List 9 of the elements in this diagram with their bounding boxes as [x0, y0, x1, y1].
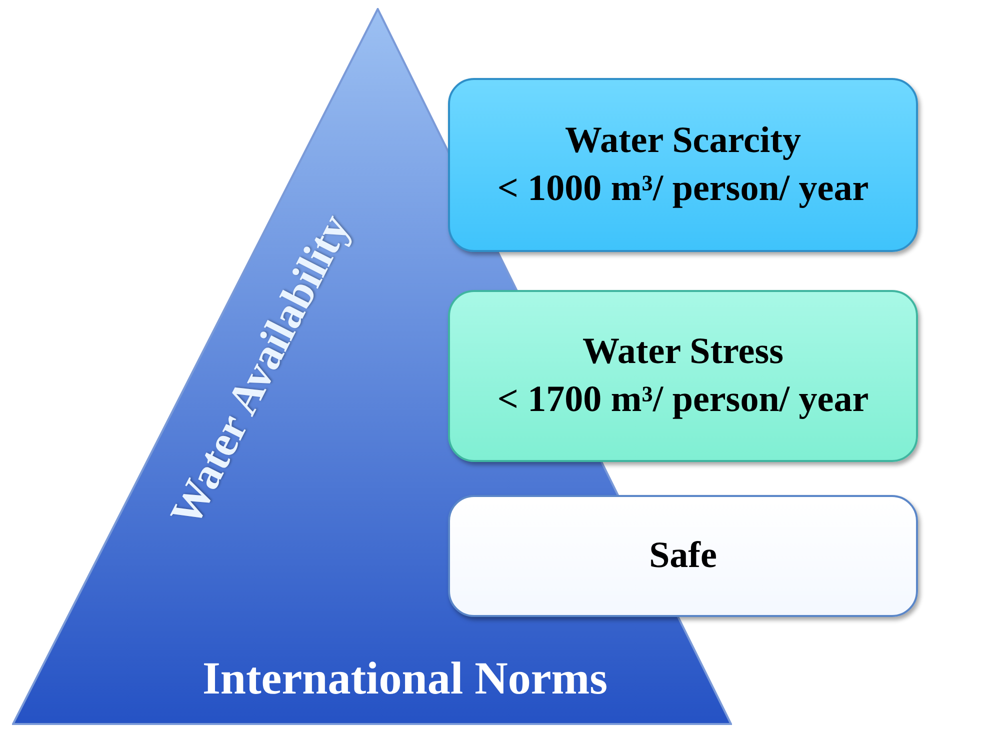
category-box — [448, 290, 918, 462]
category-title: Water Stress — [582, 330, 784, 374]
base-label: International Norms — [202, 652, 608, 704]
category-box — [448, 495, 918, 617]
category-box — [448, 78, 918, 252]
threshold-text: < 1700 m³/ person/ year — [497, 378, 869, 422]
category-title: Water Scarcity — [565, 118, 801, 163]
threshold-text: < 1000 m³/ person/ year — [497, 167, 869, 211]
category-title: Safe — [649, 534, 717, 578]
